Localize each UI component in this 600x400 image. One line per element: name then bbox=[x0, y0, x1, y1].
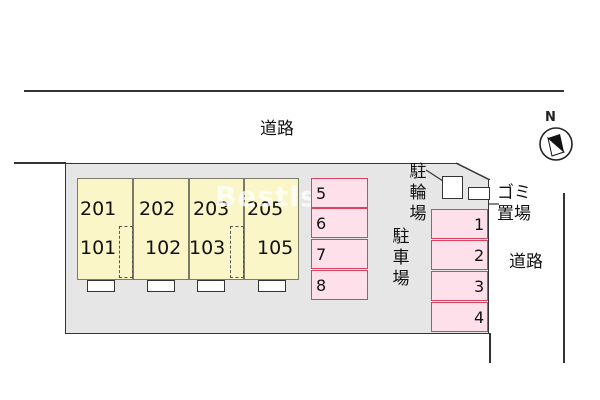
unit-number-205: 205 bbox=[247, 198, 284, 220]
bicycle-parking-label: 駐輪場 bbox=[407, 162, 429, 225]
parking-number: 6 bbox=[316, 214, 327, 233]
entrance-dashed-1 bbox=[119, 226, 133, 278]
site-extension-line bbox=[489, 333, 491, 363]
parking-number: 1 bbox=[474, 215, 485, 234]
entrance-step-2 bbox=[147, 280, 175, 292]
unit-1 bbox=[77, 178, 133, 280]
road-right-label: 道路 bbox=[509, 252, 543, 272]
entrance-step-1 bbox=[87, 280, 115, 292]
unit-number-103: 103 bbox=[189, 237, 226, 259]
parking-label: 駐車場 bbox=[390, 227, 412, 290]
bicycle-leader-line bbox=[425, 168, 445, 182]
compass-north-label: N bbox=[545, 110, 556, 125]
road-top-label: 道路 bbox=[260, 119, 294, 139]
unit-2 bbox=[133, 178, 189, 280]
parking-space-3: 3 bbox=[431, 271, 488, 301]
parking-number: 4 bbox=[474, 308, 485, 327]
unit-number-202: 202 bbox=[139, 198, 176, 220]
parking-number: 3 bbox=[474, 277, 485, 296]
compass-icon: N bbox=[530, 108, 576, 166]
garbage-label-line1: ゴミ bbox=[497, 183, 531, 203]
unit-number-105: 105 bbox=[257, 237, 294, 259]
parking-space-6: 6 bbox=[311, 208, 368, 238]
parking-number: 8 bbox=[316, 276, 327, 295]
parking-number: 7 bbox=[316, 245, 327, 264]
unit-number-101: 101 bbox=[80, 237, 117, 259]
parking-space-8: 8 bbox=[311, 270, 368, 300]
unit-number-201: 201 bbox=[80, 198, 117, 220]
road-right-line bbox=[563, 193, 565, 363]
entrance-step-4 bbox=[258, 280, 286, 292]
site-corner-diagonal bbox=[455, 150, 496, 181]
unit-number-203: 203 bbox=[193, 198, 230, 220]
bicycle-parking-label-text: 駐輪場 bbox=[409, 162, 427, 224]
parking-space-4: 4 bbox=[431, 302, 488, 332]
unit-number-102: 102 bbox=[145, 237, 182, 259]
parking-space-5: 5 bbox=[311, 178, 368, 208]
road-top-line bbox=[24, 90, 564, 92]
garbage-label-line2: 置場 bbox=[497, 204, 531, 224]
parking-label-text: 駐車場 bbox=[392, 227, 410, 289]
parking-space-7: 7 bbox=[311, 239, 368, 269]
unit-4 bbox=[244, 178, 299, 280]
bicycle-parking-box bbox=[442, 176, 463, 199]
parking-number: 2 bbox=[474, 246, 485, 265]
garbage-leader-line bbox=[489, 192, 499, 205]
parking-space-2: 2 bbox=[431, 240, 488, 270]
entrance-step-3 bbox=[197, 280, 225, 292]
unit-3 bbox=[189, 178, 244, 280]
road-mid-line bbox=[14, 162, 66, 164]
parking-number: 5 bbox=[316, 184, 327, 203]
parking-space-1: 1 bbox=[431, 209, 488, 239]
entrance-dashed-2 bbox=[230, 226, 244, 278]
garbage-box bbox=[468, 187, 490, 200]
